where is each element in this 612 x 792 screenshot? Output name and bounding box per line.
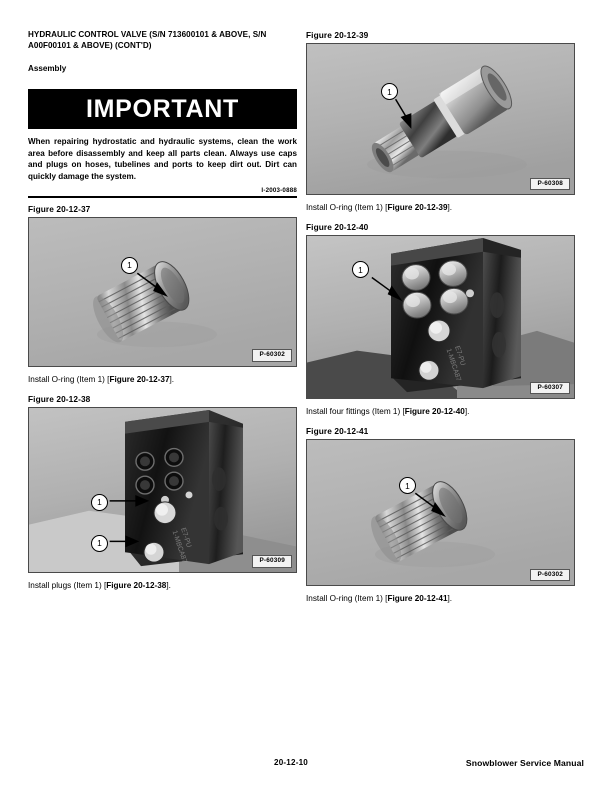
caption-text: Install O-ring (Item 1) [ xyxy=(306,594,388,603)
important-body-text: When repairing hydrostatic and hydraulic… xyxy=(28,137,297,181)
important-banner: IMPORTANT xyxy=(28,89,297,130)
photo-id-label: P-60307 xyxy=(530,381,570,394)
caption-figure-ref: Figure 20-12-39 xyxy=(387,203,448,212)
caption-text: Install four fittings (Item 1) [ xyxy=(306,407,405,416)
photo-id-label: P-60302 xyxy=(530,568,570,581)
page-title: HYDRAULIC CONTROL VALVE (S/N 713600101 &… xyxy=(28,30,267,50)
caption-text: Install O-ring (Item 1) [ xyxy=(306,203,388,212)
callout-marker: 1 xyxy=(121,256,138,274)
photo-threaded-plug-37 xyxy=(29,217,296,366)
footer-page-number: 20-12-10 xyxy=(274,758,308,767)
photo-valve-block-plugs-38: E7-PU1-MBCA87 xyxy=(29,407,296,572)
figure-image-20-12-37: 1 P-60302 xyxy=(28,216,297,367)
figure-caption-20-12-39: Install O-ring (Item 1) [Figure 20-12-39… xyxy=(306,202,575,213)
caption-text: Install plugs (Item 1) [ xyxy=(28,580,107,590)
figure-image-20-12-39: 1 P-60308 xyxy=(306,43,575,195)
caption-text-end: ]. xyxy=(169,374,175,384)
callout-marker: 1 xyxy=(352,261,369,278)
caption-figure-ref: Figure 20-12-40 xyxy=(404,407,465,416)
figure-label-20-12-38: Figure 20-12-38 xyxy=(28,393,91,404)
photo-id-label: P-60309 xyxy=(252,555,292,568)
caption-text-end: ]. xyxy=(447,594,453,603)
important-notice: IMPORTANT When repairing hydrostatic and… xyxy=(28,89,297,198)
figure-caption-20-12-41: Install O-ring (Item 1) [Figure 20-12-41… xyxy=(306,593,575,604)
callout-marker: 1 xyxy=(399,477,416,494)
caption-figure-ref: Figure 20-12-37 xyxy=(109,374,170,384)
photo-id-label: P-60308 xyxy=(530,177,570,190)
important-banner-label: IMPORTANT xyxy=(85,94,240,123)
right-column: Figure 20-12-39 xyxy=(306,30,575,613)
caption-text-end: ]. xyxy=(447,203,453,212)
section-heading: Assembly xyxy=(28,64,67,74)
figure-caption-20-12-40: Install four fittings (Item 1) [Figure 2… xyxy=(306,406,575,417)
callout-leader-line xyxy=(136,272,168,297)
figure-image-20-12-41: 1 P-60302 xyxy=(306,439,575,586)
figure-label-20-12-41: Figure 20-12-41 xyxy=(306,426,369,436)
figure-label-20-12-39: Figure 20-12-39 xyxy=(306,30,369,40)
figure-caption-20-12-37: Install O-ring (Item 1) [Figure 20-12-37… xyxy=(28,374,297,385)
caption-figure-ref: Figure 20-12-38 xyxy=(106,580,167,590)
caption-text-end: ]. xyxy=(166,580,171,590)
figure-label-20-12-40: Figure 20-12-40 xyxy=(306,222,369,232)
caption-figure-ref: Figure 20-12-41 xyxy=(387,594,448,603)
callout-marker: 1 xyxy=(381,83,398,100)
important-reference-code: I-2003-0888 xyxy=(261,186,297,194)
callout-leader-line xyxy=(371,276,403,302)
photo-valve-block-fittings-40: E7-PU1-MBCA87 xyxy=(307,236,574,398)
callout-marker: 1 xyxy=(91,534,108,552)
page-footer: 20-12-10 Snowblower Service Manual xyxy=(28,758,584,770)
callout-leader-line xyxy=(394,98,412,129)
photo-id-label: P-60302 xyxy=(252,349,292,362)
caption-text: Install O-ring (Item 1) [ xyxy=(28,374,110,384)
callout-leader-line xyxy=(414,492,446,517)
callout-leader-lines xyxy=(109,494,150,547)
footer-manual-name: Snowblower Service Manual xyxy=(465,758,584,768)
figure-caption-20-12-38: Install plugs (Item 1) [Figure 20-12-38]… xyxy=(28,580,297,591)
important-bottom-rule xyxy=(28,195,297,198)
figure-label-20-12-37: Figure 20-12-37 xyxy=(28,203,91,214)
left-column: HYDRAULIC CONTROL VALVE (S/N 713600101 &… xyxy=(28,30,297,600)
callout-marker: 1 xyxy=(91,493,108,511)
photo-hydraulic-fitting-39 xyxy=(307,44,574,194)
caption-text-end: ]. xyxy=(464,407,470,416)
